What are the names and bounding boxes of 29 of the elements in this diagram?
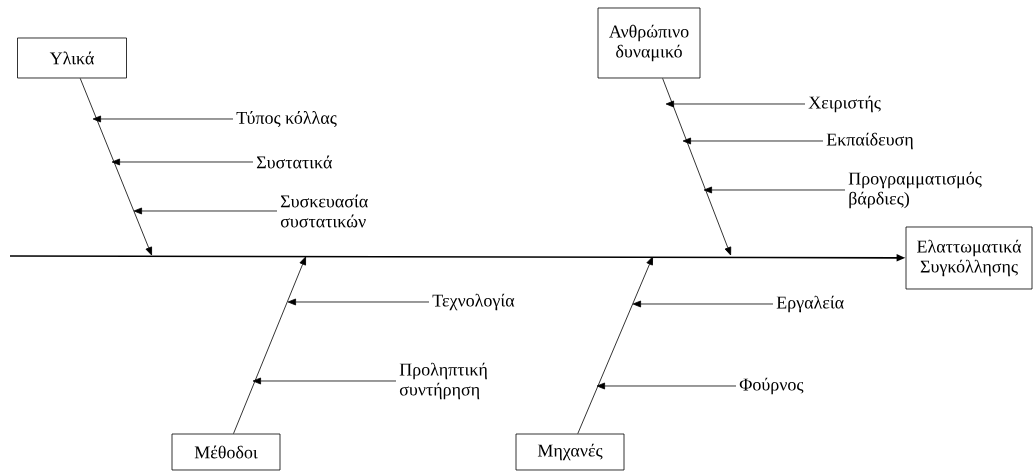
category-box: Μέθοδοι (171, 433, 281, 471)
arrow (662, 78, 732, 256)
arrow (703, 186, 846, 194)
arrow (79, 78, 152, 256)
arrow (252, 377, 397, 385)
arrow (233, 256, 306, 434)
arrow (111, 158, 254, 166)
cause-label: Φούρνος (739, 377, 804, 395)
arrow (133, 207, 278, 215)
cause-label: Προγραμματισμός βάρδιες) (848, 171, 982, 209)
arrow (596, 382, 737, 390)
arrow (665, 100, 806, 108)
arrow (577, 256, 653, 434)
arrow (682, 137, 824, 145)
arrow (287, 298, 430, 306)
cause-label: Εργαλεία (776, 295, 844, 313)
cause-label: Συσκευασία συστατικών (280, 194, 368, 228)
category-box: Μηχανές (515, 433, 625, 471)
category-box: Υλικά (17, 37, 127, 79)
cause-label: Προληπτική συντήρηση (399, 362, 487, 400)
cause-label: Τύπος κόλλας (236, 111, 337, 127)
cause-label: Τεχνολογία (432, 293, 515, 311)
effect-box: Ελαττωματικά Συγκόλλησης (905, 226, 1033, 290)
cause-label: Συστατικά (256, 155, 332, 169)
cause-label: Χειριστής (808, 95, 881, 113)
arrow (632, 300, 774, 308)
arrow (92, 115, 234, 123)
category-box: Ανθρώπινο δυναμικό (597, 7, 701, 79)
cause-label: Εκπαίδευση (826, 132, 913, 150)
